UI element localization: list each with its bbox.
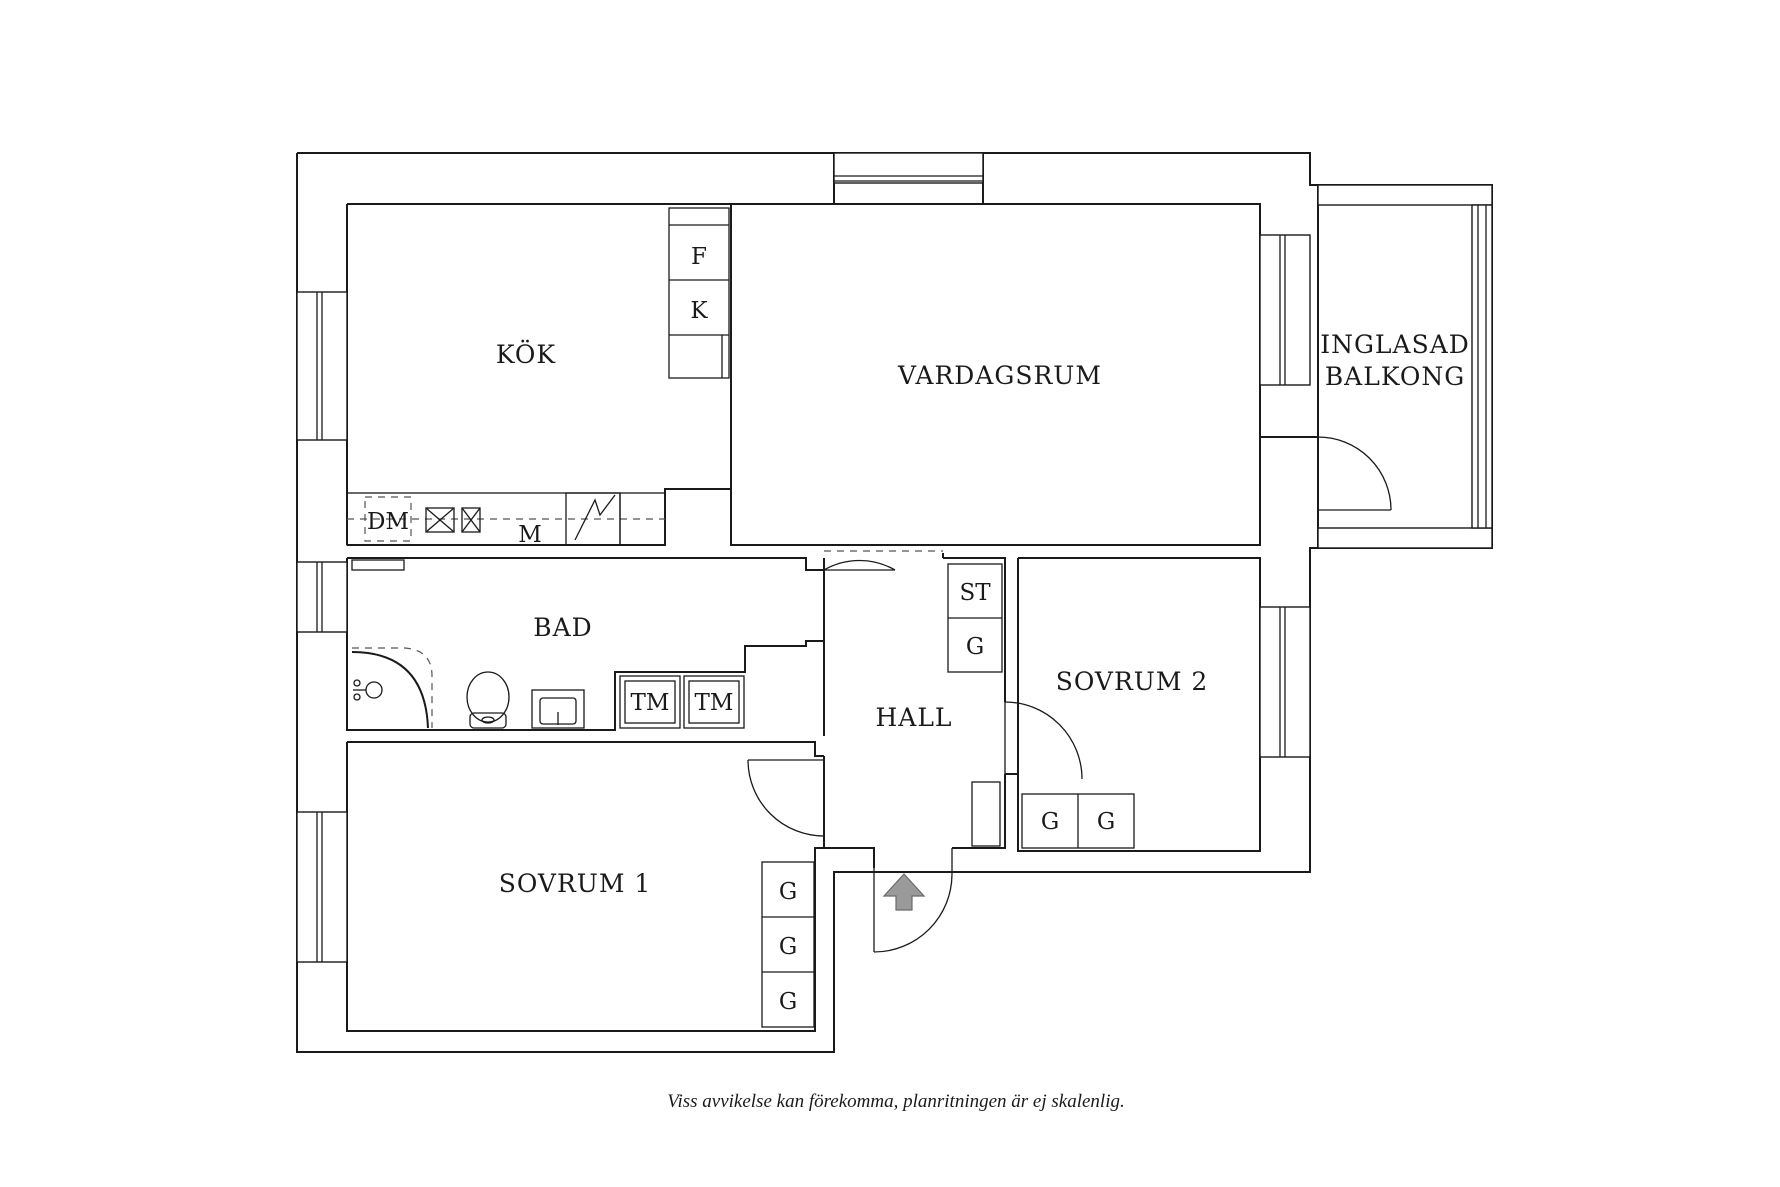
window-top	[833, 152, 984, 184]
bedroom2-wardrobes	[1021, 793, 1135, 849]
bedroom2-door	[1004, 701, 1083, 780]
hall-wardrobe-label: G	[966, 634, 984, 660]
room-label-balkong-1: INGLASAD	[1320, 330, 1470, 359]
room-label-vardagsrum: VARDAGSRUM	[897, 361, 1102, 390]
freezer-label: K	[690, 298, 708, 324]
dryer-label: TM	[695, 690, 734, 716]
entrance-door	[873, 848, 953, 953]
interior-walls	[346, 153, 1318, 1032]
entrance-arrow-icon	[882, 873, 926, 911]
storage-label: ST	[959, 580, 991, 606]
bedroom1-wardrobes	[761, 861, 815, 1028]
room-label-balkong-2: BALKONG	[1325, 362, 1465, 391]
bedroom1-door	[747, 759, 825, 837]
bedroom1-wardrobe-3: G	[779, 989, 797, 1015]
bedroom1-wardrobe-1: G	[779, 879, 797, 905]
windows-right	[1259, 234, 1311, 758]
outer-wall	[296, 152, 1319, 1053]
fridge-label: F	[691, 244, 707, 270]
room-label-sovrum2: SOVRUM 2	[1056, 667, 1209, 696]
hall-fixtures	[947, 563, 1003, 847]
glazed-balcony	[1317, 184, 1493, 549]
windows-left	[296, 291, 348, 963]
bathroom-fixtures	[351, 559, 745, 729]
room-label-hall: HALL	[875, 703, 952, 732]
room-label-sovrum1: SOVRUM 1	[499, 869, 652, 898]
microwave-label: M	[518, 522, 542, 548]
disclaimer: Viss avvikelse kan förekomma, planritnin…	[667, 1091, 1124, 1112]
washer-label: TM	[631, 690, 670, 716]
room-label-bad: BAD	[533, 613, 592, 642]
bathroom-door	[823, 559, 896, 641]
bedroom2-wardrobe-2: G	[1097, 809, 1115, 835]
kitchen-fixtures	[346, 207, 730, 546]
bedroom2-wardrobe-1: G	[1041, 809, 1059, 835]
bedroom1-wardrobe-2: G	[779, 934, 797, 960]
dishwasher-label: DM	[367, 509, 409, 535]
room-label-kok: KÖK	[496, 340, 557, 369]
